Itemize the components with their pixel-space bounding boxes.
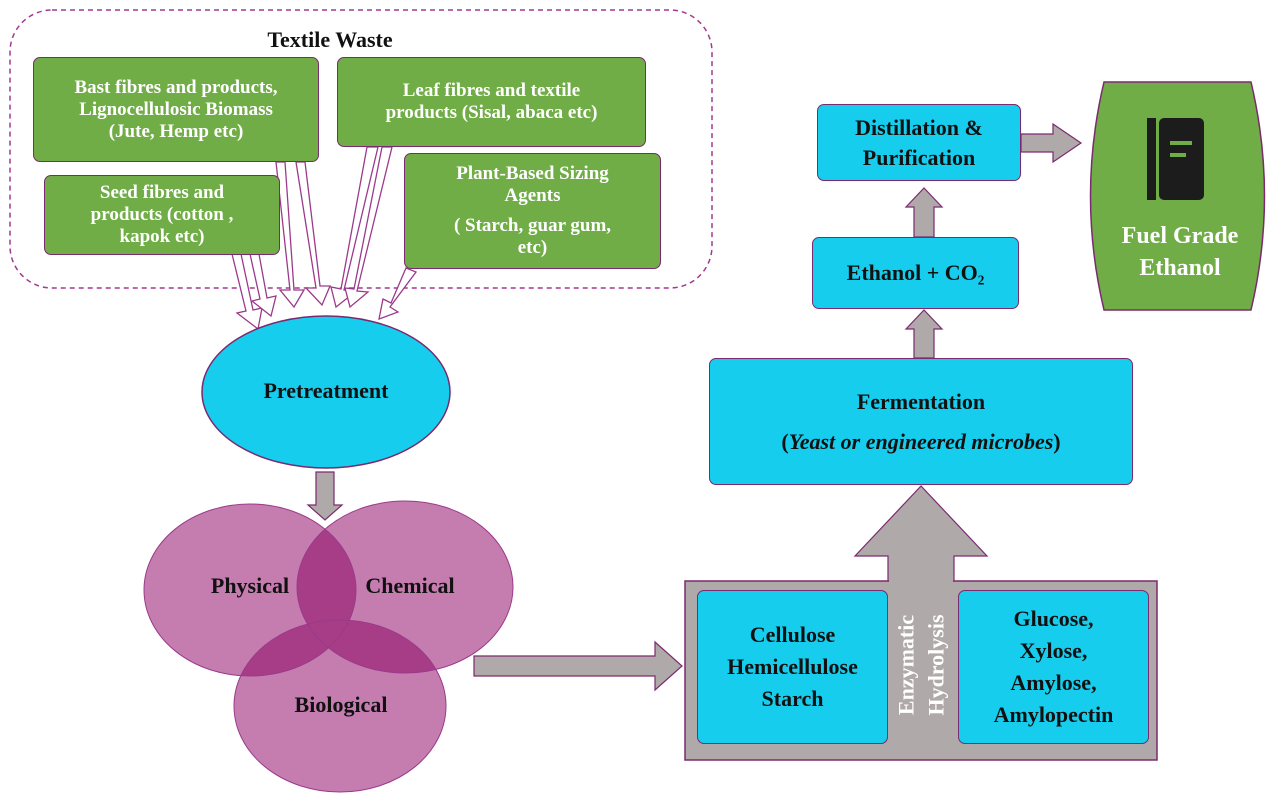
textile-waste-title: Textile Waste — [267, 27, 393, 52]
arrow-leaf-1 — [330, 146, 379, 309]
pretreatment-ellipse — [201, 315, 451, 469]
venn-overlap-phys-bio — [234, 620, 356, 676]
method-chemical: Chemical — [365, 573, 455, 598]
source-arrows — [231, 146, 418, 331]
substrates-box: Cellulose Hemicellulose Starch — [697, 590, 888, 744]
venn-overlap-chem-bio — [297, 620, 446, 673]
arrow-to-fermentation — [853, 485, 989, 582]
arrow-to-fuel — [1020, 122, 1083, 164]
sugars-box: Glucose, Xylose, Amylose, Amylopectin — [958, 590, 1149, 744]
arrow-sizing — [378, 267, 418, 321]
arrow-to-methods — [306, 471, 344, 521]
arrow-to-ethanol — [904, 309, 944, 359]
enzymatic-hydrolysis-label: Enzymatic Hydrolysis — [894, 614, 949, 716]
ethanol-co2-box: Ethanol + CO₂ — [812, 237, 1019, 309]
distillation-box: Distillation & Purification — [817, 104, 1021, 181]
source-bast-fibres: Bast fibres and products, Lignocellulosi… — [33, 57, 319, 162]
method-biological: Biological — [294, 692, 388, 717]
fuel-pump-icon — [1147, 118, 1204, 200]
fermentation-agent-line: (Yeast or engineered microbes) — [781, 428, 1061, 454]
arrow-bast-1 — [275, 161, 306, 309]
source-seed-fibres: Seed fibres and products (cotton , kapok… — [44, 175, 280, 255]
fermentation-box: Fermentation (Yeast or engineered microb… — [709, 358, 1133, 485]
arrow-leaf-2 — [344, 146, 393, 309]
textile-waste-group — [9, 9, 713, 289]
arrow-seed-2 — [249, 253, 277, 318]
source-leaf-fibres: Leaf fibres and textile products (Sisal,… — [337, 57, 646, 147]
arrow-to-hydrolysis — [473, 640, 683, 692]
pretreatment-venn — [143, 500, 514, 793]
method-physical: Physical — [210, 573, 290, 598]
fuel-grade-ethanol-label: Fuel Grade Ethanol — [1121, 223, 1239, 281]
arrow-to-distillation — [904, 187, 944, 238]
source-sizing-agents: Plant-Based Sizing Agents ( Starch, guar… — [404, 153, 661, 269]
arrow-seed-1 — [231, 253, 263, 331]
arrow-bast-2 — [295, 161, 331, 307]
pretreatment-label: Pretreatment — [263, 378, 389, 403]
